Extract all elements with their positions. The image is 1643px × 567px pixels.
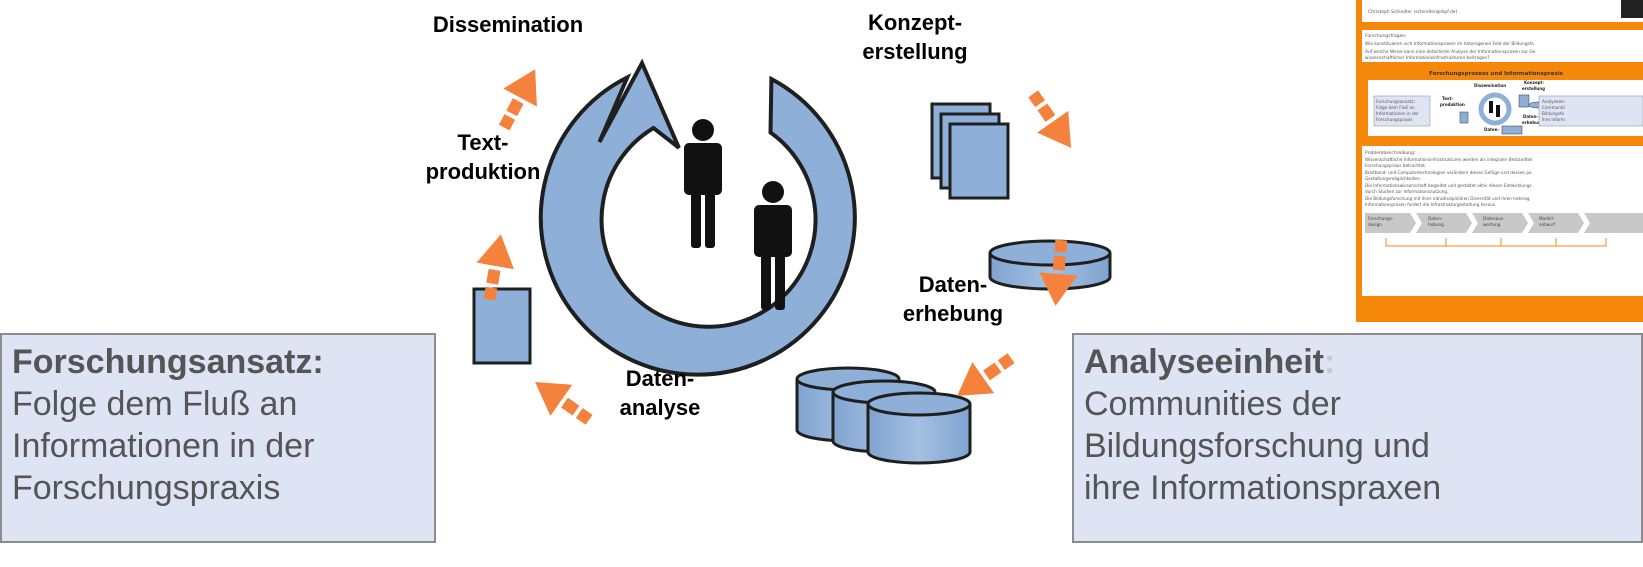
poster-q-heading: Forschungsfragen: [1365,33,1407,39]
label-datenerhebung: Daten- erhebung [878,270,1028,328]
poster-thumbnail: Christoph Schindler (schindler@dipf.de) … [1356,0,1643,322]
poster-step-label: design [1368,222,1382,227]
poster-mini-dissemination: Dissemination [1474,83,1506,88]
research-approach-box: Forschungsansatz: Folge dem Fluß an Info… [0,333,436,543]
analysis-unit-box: Analyseeinheit: Communities der Bildungs… [1072,333,1643,543]
poster-problem-line: Forschungspraxis betrachtet. [1365,163,1426,168]
label-analyse-line1: Daten- [625,366,695,391]
poster-band-title: Forschungsprozess und Informationspraxis [1429,71,1564,77]
poster-mini-konzept2: erstellung [1522,86,1545,91]
poster-problem-line: durch Studien zur Informationsnutzung. [1365,189,1448,194]
analysis-unit-line: Communities der [1084,385,1341,423]
label-konzept-line1: Konzept- [867,10,963,35]
poster-mini-right: Bildungsfo [1542,111,1564,116]
poster-mini-left: Forschungspraxis [1376,117,1413,122]
poster-mini-right: Analyseein [1542,99,1565,104]
poster-mini-right: Communiti [1542,105,1565,110]
research-approach-title: Forschungsansatz: [12,343,324,381]
label-erhebung-line2: erhebung [902,301,1004,326]
analysis-unit-title-text: Analyseeinheit [1084,343,1324,381]
poster-step-label: wertung [1483,222,1501,227]
poster-mini-erhebung2: erhebung [1522,120,1544,125]
poster-mini-text: Text- [1442,96,1453,101]
poster-mini-left: Folge dem Fluß an [1376,105,1415,110]
poster-dark-corner [1621,0,1643,18]
poster-problem-line: Die Bildungsforschung mit ihrer intradis… [1365,196,1530,201]
poster-mini-konzept: Konzept- [1524,80,1544,85]
label-konzepterstellung: Konzept- erstellung [840,8,990,66]
label-datenanalyse: Daten- analyse [590,364,730,422]
people-icon [684,119,792,310]
label-text-line2: produktion [425,159,541,184]
poster-mini-text2: produktion [1440,102,1465,107]
poster-problem-line: Gestaltungsmöglichkeiten. [1365,176,1421,181]
poster-step-label: entwurf [1539,222,1556,227]
dashed-arrow-icon [476,69,1078,425]
poster-mini-left: Forschungsansatz: [1376,99,1415,104]
poster-step-label: hebung [1428,222,1444,227]
label-konzept-line2: erstellung [862,39,968,64]
document-icon [472,287,532,365]
label-erhebung-line1: Daten- [918,272,988,297]
poster-q-line: wissenschaftlicher Informationsinfrastru… [1365,55,1490,61]
poster-mini-analyse: Daten- [1484,127,1499,132]
label-analyse-line2: analyse [619,395,701,420]
database-stack-icon [795,366,972,465]
poster-step-label: Daten- [1428,216,1443,221]
poster-q-line: Wie konstituieren sich Informationspraxe… [1365,41,1534,47]
analysis-unit-line: Bildungsforschung und [1084,427,1430,465]
poster-step-label: Datenaus- [1483,216,1505,221]
label-text-line1: Text- [457,130,509,155]
label-textproduktion: Text- produktion [408,128,558,186]
poster-problem-heading: Problembeschreibung: [1365,150,1415,156]
poster-mini-cycle [1478,92,1512,126]
research-approach-line: Informationen in der [12,427,315,465]
poster-thumbnail-canvas: Christoph Schindler (schindler@dipf.de) … [1356,0,1643,322]
poster-mini-erhebung: Daten- [1523,114,1538,119]
poster-author: Christoph Schindler (schindler@dipf.de) [1368,9,1458,15]
poster-process-steps: Forschungs- design Daten- hebung Datenau… [1365,213,1643,247]
poster-q-line: Auf welche Weise kann eine detaillierte … [1365,49,1536,55]
poster-problem-line: Breitband- und Computertechnologien verä… [1365,170,1532,175]
circular-arrow-icon [538,58,857,377]
poster-problem-line: Wissenschaftliche Informationsinfrastruk… [1365,157,1532,162]
research-approach-line: Folge dem Fluß an [12,385,298,423]
label-dissemination: Dissemination [432,12,584,37]
analysis-unit-title: Analyseeinheit: [1084,341,1641,383]
poster-step-label: Forschungs- [1368,216,1394,221]
poster-mini-right: ihre Inform [1542,117,1565,122]
analysis-unit-line: ihre Informationspraxen [1084,469,1442,507]
research-approach-line: Forschungspraxis [12,469,281,507]
analysis-unit-colon: : [1323,343,1336,381]
poster-problem-line: Informationspraxen fordert die Infrastru… [1365,202,1496,207]
document-stack-icon [930,102,1010,200]
poster-problem-line: Die Informationswissenschaft begleitet u… [1365,183,1532,188]
poster-step-label: Modell- [1539,216,1555,221]
poster-mini-left: Informationen in der [1376,111,1419,116]
